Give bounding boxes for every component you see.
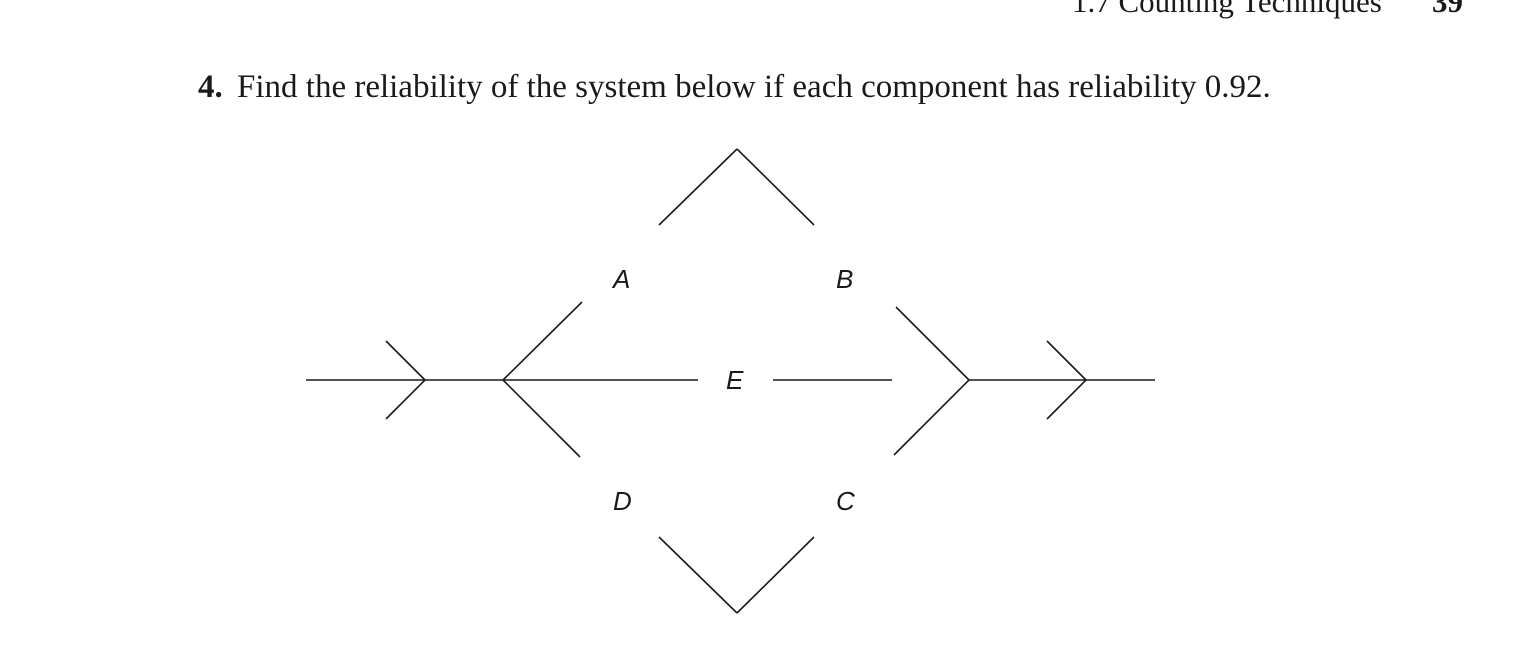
- left-junction: [425, 301, 583, 458]
- output-arrow: [969, 340, 1155, 420]
- bottom-apex: [658, 536, 815, 614]
- problem-text: Find the reliability of the system below…: [237, 69, 1271, 105]
- problem-number: 4.: [198, 69, 223, 105]
- component-label-b: B: [836, 264, 853, 294]
- running-head: 1.7 Counting Techniques 39: [1072, 0, 1463, 19]
- component-label-e: E: [726, 365, 744, 395]
- component-label-c: C: [836, 486, 855, 516]
- input-arrow: [306, 340, 426, 420]
- top-apex: [658, 148, 815, 226]
- page-number: 39: [1432, 0, 1463, 19]
- component-label-a: A: [611, 264, 630, 294]
- problem-statement: 4. Find the reliability of the system be…: [198, 68, 1271, 108]
- right-junction: [893, 306, 970, 456]
- component-label-d: D: [613, 486, 632, 516]
- section-title: 1.7 Counting Techniques: [1072, 0, 1382, 19]
